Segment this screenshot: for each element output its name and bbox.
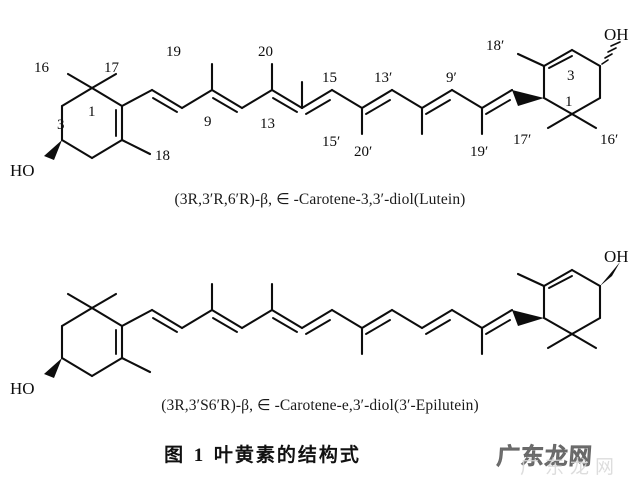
epilutein-right-ring [512,262,620,350]
label-3-prime-ring: 3 [567,68,575,84]
epilutein-left-oh-wedge [44,358,62,378]
lutein-skeleton: 16 17 1 3 18 HO [10,25,629,180]
label-3: 3 [57,117,65,133]
label-19-prime: 19′ [470,144,488,160]
label-1-prime-ring: 1 [565,94,573,110]
structure-epilutein: HO [0,250,640,395]
structure-lutein: 16 17 1 3 18 HO [0,24,640,184]
lutein-right-ring [512,41,621,130]
epilutein-right-oh-wedge [600,262,620,286]
epilutein-polyene-chain [120,282,514,356]
lutein-right-hydroxyl: OH [604,25,629,44]
caption-lutein: (3R,3′R,6′R)-β, ∈ -Carotene-3,3′-diol(Lu… [174,191,466,208]
watermark-ghost: 广东龙网 [520,456,621,478]
figure-title-number: 1 [193,445,206,466]
epilutein-left-hydroxyl: HO [10,379,35,395]
figure-title-prefix: 图 [164,444,186,466]
label-18: 18 [155,148,170,164]
label-1: 1 [88,104,96,120]
label-15: 15 [322,70,337,86]
epilutein-left-ring [44,292,152,378]
figure-title: 图 1 叶黄素的结构式 [0,440,525,467]
caption-epilutein: (3R,3′S6′R)-β, ∈ -Carotene-e,3′-diol(3′-… [161,397,479,414]
label-9: 9 [204,114,212,130]
label-20: 20 [258,44,273,60]
label-13-prime: 13′ [374,70,392,86]
lutein-chain-methyls [270,62,484,136]
label-17-prime: 17′ [513,132,531,148]
lutein-c6prime-wedge [512,90,544,106]
figure-title-text: 叶黄素的结构式 [213,444,361,466]
label-19: 19 [166,44,181,60]
lutein-polyene-chain [120,62,304,113]
epilutein-skeleton: HO [10,250,629,395]
label-17: 17 [104,60,120,76]
lutein-left-oh-wedge [44,140,62,160]
label-18-prime: 18′ [486,38,504,54]
epilutein-c6prime-wedge [512,310,544,326]
label-9-prime: 9′ [446,70,457,86]
lutein-left-ring [44,72,152,160]
epilutein-right-hydroxyl: OH [604,250,629,266]
label-16-prime: 16′ [600,132,618,148]
label-16: 16 [34,60,50,76]
label-20-prime: 20′ [354,144,372,160]
lutein-chain-main [300,88,514,136]
lutein-right-oh-hash [601,41,621,65]
label-13: 13 [260,116,275,132]
lutein-left-hydroxyl: HO [10,161,35,180]
label-15-prime: 15′ [322,134,340,150]
